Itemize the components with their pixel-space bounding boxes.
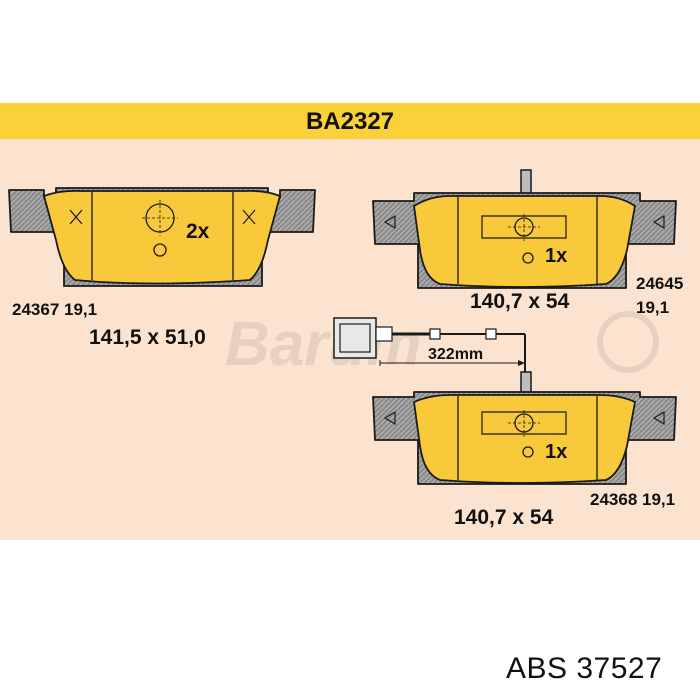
header-title: BA2327 bbox=[305, 108, 395, 135]
rear-pad-top-thickness: 19,1 bbox=[636, 298, 670, 317]
rear-pad-bottom-friction-material bbox=[413, 394, 636, 484]
footer-number: 37527 bbox=[576, 652, 663, 685]
rear-brake-pad-bottom bbox=[372, 371, 677, 485]
brand-watermark: Barum bbox=[225, 310, 659, 379]
front-pad-part-number: 24367 19,1 bbox=[12, 300, 98, 319]
rear-brake-pad-top bbox=[372, 169, 677, 289]
front-pad-friction-material bbox=[43, 189, 281, 285]
wear-sensor bbox=[333, 317, 526, 372]
rear-pad-top-quantity: 1x bbox=[545, 245, 568, 267]
footer-brand-line: ABS 37527 bbox=[506, 652, 662, 686]
rear-pad-top-dimensions: 140,7 x 54 bbox=[470, 290, 570, 313]
rear-pad-top-part-number: 24645 bbox=[636, 274, 684, 293]
rear-pad-bottom-quantity: 1x bbox=[545, 441, 568, 463]
front-brake-pad bbox=[8, 187, 316, 287]
footer-brand: ABS bbox=[506, 652, 568, 685]
header-band bbox=[0, 103, 700, 139]
rear-pad-top-friction-material bbox=[413, 195, 636, 288]
rear-pad-bottom-part-number: 24368 19,1 bbox=[590, 490, 676, 509]
watermark-text: Barum bbox=[225, 310, 421, 379]
front-pad-quantity: 2x bbox=[186, 220, 210, 243]
front-pad-dimensions: 141,5 x 51,0 bbox=[89, 326, 206, 349]
rear-pad-bottom-dimensions: 140,7 x 54 bbox=[454, 506, 554, 529]
sensor-length: 322mm bbox=[428, 346, 484, 363]
